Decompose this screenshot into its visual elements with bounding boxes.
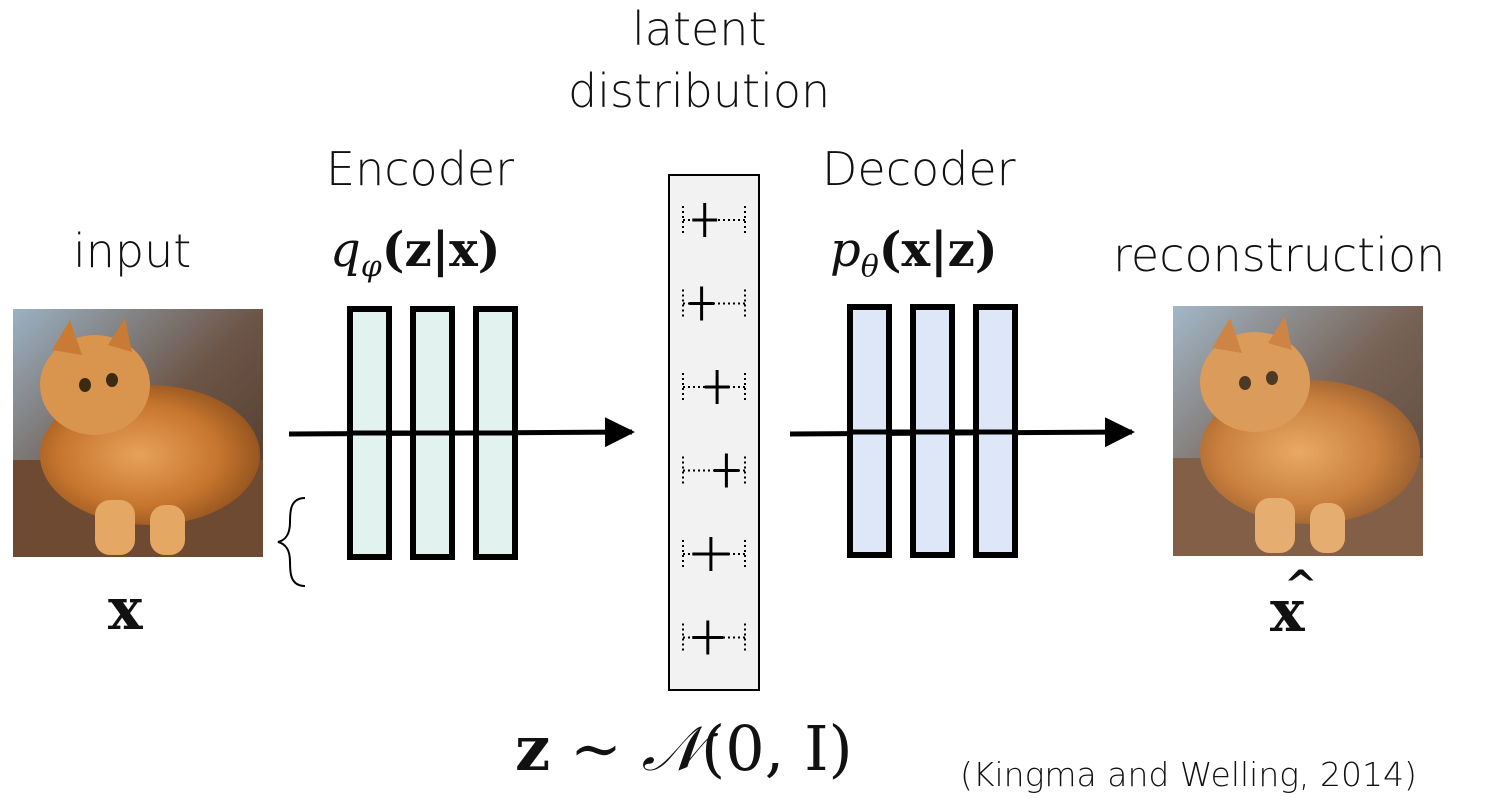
decoder-label: Decoder [822,142,1016,196]
encoder-q: q [330,222,361,278]
decoder-layers [847,304,1018,558]
decoder-args: (x|z) [878,222,998,278]
latent-glyph [682,370,746,404]
decoder-formula: pθ(x|z) [830,222,998,285]
encoder-layers [347,306,518,560]
citation: (Kingma and Welling, 2014) [960,755,1417,794]
prior-normal: 𝒩 [641,712,702,785]
prior-formula: z ∼ 𝒩(0, I) [515,712,853,786]
latent-glyph [682,537,746,571]
decoder-sub: θ [860,249,879,285]
prior-sim: ∼ [569,712,622,785]
encoder-formula: qφ(z|x) [330,222,501,285]
latent-box [668,174,760,691]
recon-variable: x [1270,577,1305,645]
reconstruction-image [1173,306,1423,556]
decoder-p: p [830,222,861,278]
input-label: input [73,224,192,278]
latent-label-line2: distribution [568,64,831,118]
recon-hat: ^ [1284,562,1318,609]
prior-z: z [515,712,551,785]
latent-glyphs [682,203,746,655]
latent-glyph [682,453,746,488]
brace-icon [277,497,306,587]
encoder-sub: φ [360,249,382,285]
encoder-label: Encoder [326,142,515,196]
input-image [13,309,263,557]
prior-args: (0, I) [701,712,853,785]
latent-glyph [682,286,746,321]
input-variable: x [108,575,143,643]
reconstruction-label: reconstruction [1113,228,1446,282]
latent-glyph [682,203,746,237]
encoder-args: (z|x) [381,222,501,278]
latent-glyph [682,620,746,655]
latent-label-line1: latent [632,2,767,56]
